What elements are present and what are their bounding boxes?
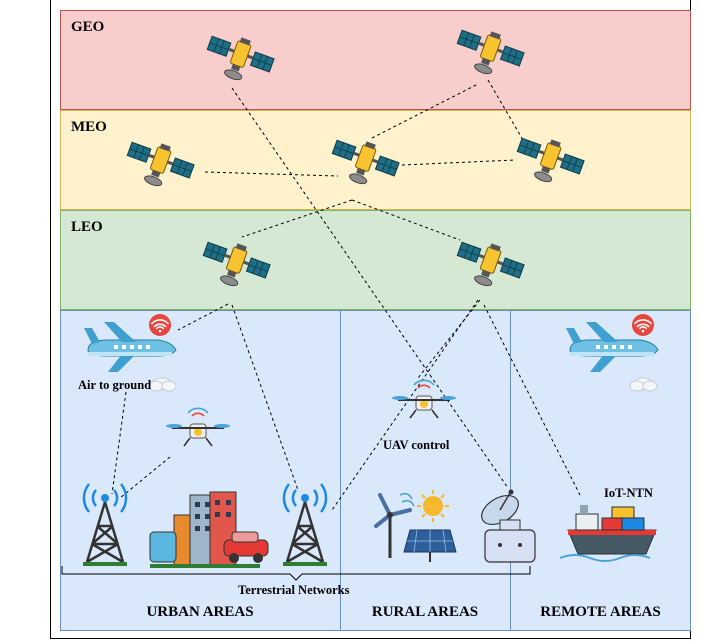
- meo-label: MEO: [71, 119, 107, 135]
- geo-satellite-icon: [200, 27, 278, 91]
- leo-satellite-icon: [450, 233, 528, 297]
- link-leo-tower: [331, 299, 479, 511]
- rural-areas-label: RURAL AREAS: [371, 604, 479, 620]
- terrestrial-networks-label: Terrestrial Networks: [238, 583, 350, 597]
- city-buildings-icon: [149, 491, 269, 568]
- sun-icon: [417, 490, 449, 522]
- urban-rural-divider: [340, 310, 341, 631]
- wifi-signal-icon: [148, 313, 172, 337]
- wind-turbine-icon: [374, 492, 415, 558]
- rural-remote-divider: [510, 310, 511, 631]
- geo-band: GEO: [60, 10, 691, 110]
- cloud-icon: [629, 377, 658, 392]
- link-geo-right-meo-right: [487, 79, 524, 141]
- leo-band: LEO: [60, 210, 691, 310]
- link-leo-plane: [177, 303, 229, 331]
- link-lines: [111, 79, 581, 511]
- link-meo-left-center: [204, 171, 339, 177]
- ground-band: [60, 310, 691, 631]
- cell-tower-icon: [81, 482, 129, 568]
- terrestrial-networks-brace: [61, 566, 531, 581]
- link-leo-ship: [483, 304, 581, 496]
- drone-icon: [165, 407, 231, 447]
- link-meo-leo-right: [351, 199, 461, 241]
- drone-icon: [391, 379, 457, 419]
- iot-ntn-label: IoT-NTN: [604, 486, 653, 500]
- leo-label: LEO: [71, 219, 103, 235]
- urban-areas-label: URBAN AREAS: [146, 604, 254, 620]
- link-geo-left-uav: [231, 87, 431, 376]
- cargo-ship-icon: [559, 505, 657, 562]
- link-meo-center-right: [401, 159, 516, 166]
- cloud-icon: [148, 377, 177, 392]
- link-uav-dish: [429, 374, 509, 489]
- remote-areas-label: REMOTE AREAS: [540, 604, 661, 620]
- meo-satellite-icon: [120, 133, 198, 197]
- link-meo-center-geo-right: [371, 83, 479, 139]
- link-meo-leo-left: [241, 199, 353, 238]
- leo-satellite-icon: [196, 233, 274, 297]
- geo-satellite-icon: [450, 21, 528, 85]
- geo-label: GEO: [71, 19, 105, 35]
- satellite-dish-icon: [481, 489, 536, 563]
- link-plane-tower: [111, 391, 127, 495]
- air-to-ground-label: Air to ground: [78, 378, 152, 392]
- link-leo-tower-right: [231, 304, 299, 491]
- solar-panel-icon: [403, 529, 457, 562]
- link-drone-tower: [119, 456, 171, 499]
- meo-satellite-icon: [510, 129, 588, 193]
- uav-control-label: UAV control: [383, 438, 450, 452]
- wifi-signal-icon: [631, 313, 655, 337]
- meo-satellite-icon: [325, 131, 403, 195]
- cell-tower-icon: [281, 482, 329, 568]
- link-leo-uav: [417, 299, 481, 379]
